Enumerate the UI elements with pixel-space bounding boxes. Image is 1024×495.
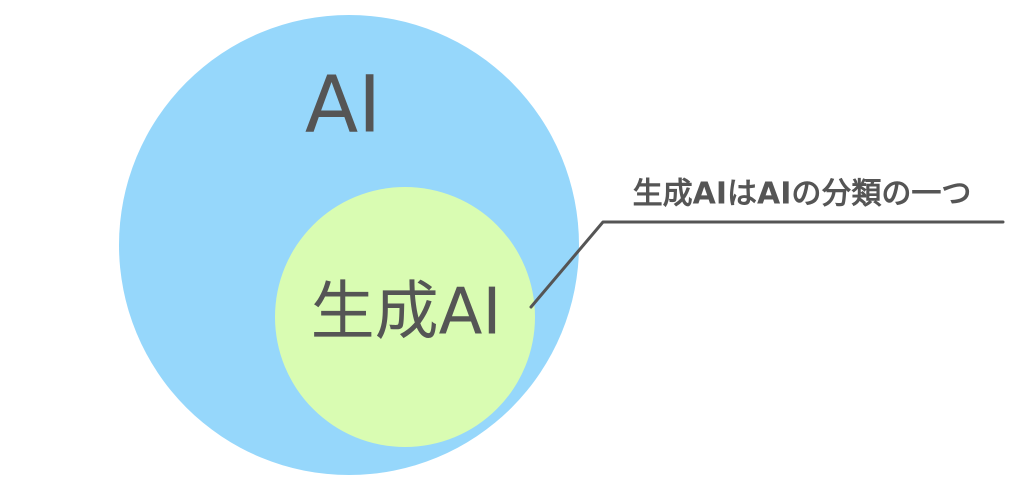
callout-text: 生成AIはAIの分類の一つ [633,177,972,212]
callout-leader-line [529,220,1005,309]
inner-circle-label: 生成AI [311,276,502,350]
inner-circle-generative-ai [275,187,535,447]
outer-circle-label: AI [305,60,381,150]
